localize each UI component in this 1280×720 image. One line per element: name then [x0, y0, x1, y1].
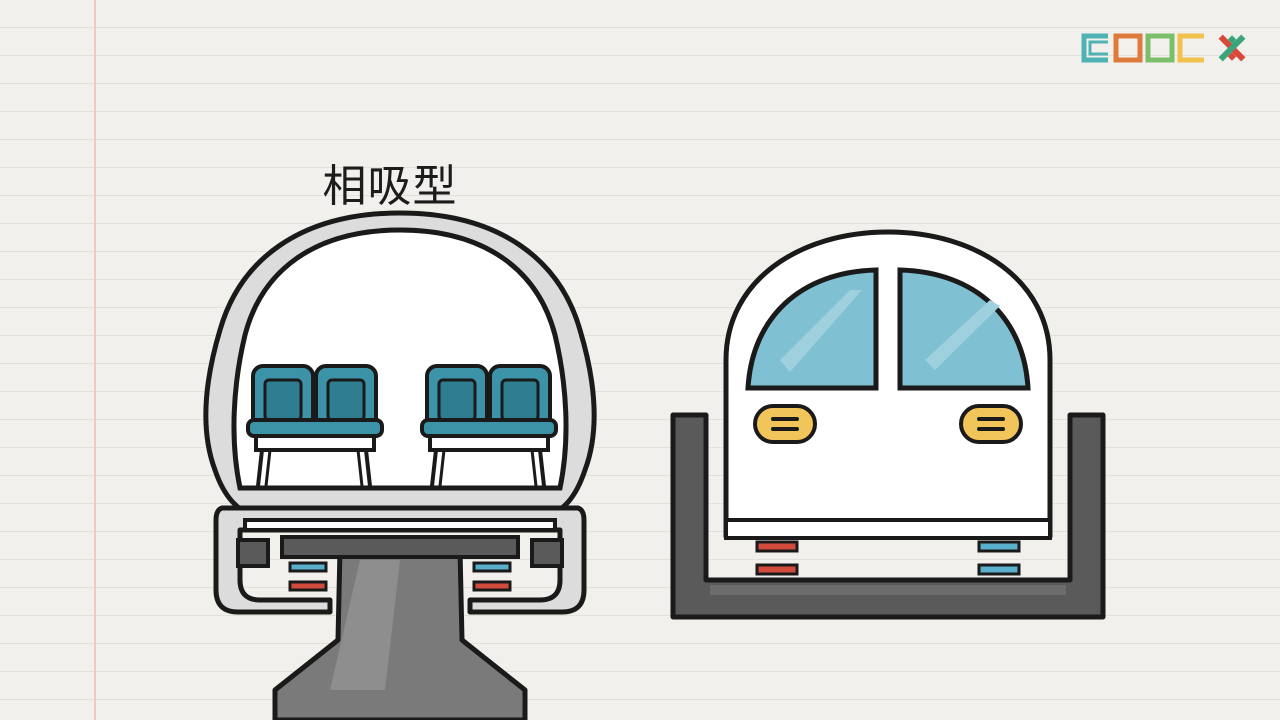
magnet-red-left — [288, 580, 328, 592]
u-guideway — [670, 412, 1106, 620]
side-magnet-right — [530, 538, 564, 568]
repulsion-type-train-front — [670, 229, 1106, 620]
headlight-right — [959, 404, 1023, 444]
magnet-red-right — [472, 580, 512, 592]
cabin-floor — [243, 518, 557, 532]
train-magnet-blue-right — [977, 540, 1021, 553]
attraction-type-train — [203, 210, 597, 720]
margin-line — [94, 0, 96, 720]
train-skirt — [724, 518, 1052, 540]
maglev-type-caption: 相吸型 — [322, 161, 458, 212]
window-glare-right — [925, 300, 1000, 370]
train-magnet-red-left — [755, 540, 799, 553]
cooc-logo — [1081, 33, 1246, 63]
window-glare-left — [780, 290, 862, 372]
seat-pair-right — [420, 364, 558, 487]
magnet-blue-right — [472, 561, 512, 573]
magnet-blue-left — [288, 561, 328, 573]
track-magnet-blue-right — [977, 563, 1021, 576]
track-magnet-red-left — [755, 563, 799, 576]
guideway-rail — [280, 535, 520, 559]
guideway-pedestal — [272, 547, 528, 720]
guideway-highlight — [710, 585, 1066, 595]
logo-wordmark — [1081, 33, 1204, 63]
pedestal-shade — [330, 560, 400, 690]
side-magnet-left — [236, 538, 270, 568]
seat-pair-left — [246, 364, 384, 487]
headlight-left — [753, 404, 817, 444]
